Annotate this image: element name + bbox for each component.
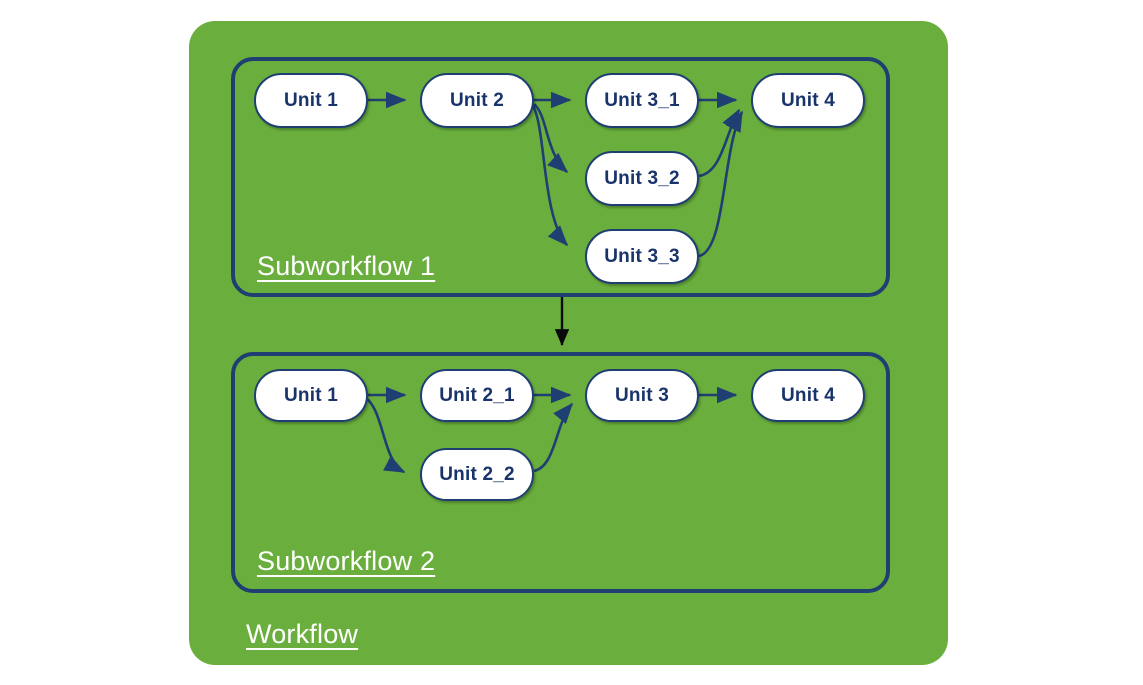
node-sw1-unit-4[interactable]: Unit 4 [751,73,865,128]
node-sw2-unit-2-2[interactable]: Unit 2_2 [420,448,534,501]
node-label: Unit 3_1 [604,89,680,111]
node-label: Unit 1 [284,89,338,111]
subworkflow-2-label: Subworkflow 2 [257,546,436,576]
node-label: Unit 3_3 [604,245,680,267]
node-label: Unit 3_2 [604,167,680,189]
node-sw2-unit-1[interactable]: Unit 1 [254,369,368,422]
node-sw1-unit-1[interactable]: Unit 1 [254,73,368,128]
node-sw1-unit-3-1[interactable]: Unit 3_1 [585,73,699,128]
node-sw2-unit-4[interactable]: Unit 4 [751,369,865,422]
node-label: Unit 2 [450,89,504,111]
node-sw1-unit-2[interactable]: Unit 2 [420,73,534,128]
node-label: Unit 4 [781,384,835,406]
node-sw1-unit-3-2[interactable]: Unit 3_2 [585,151,699,206]
node-sw2-unit-2-1[interactable]: Unit 2_1 [420,369,534,422]
node-label: Unit 4 [781,89,835,111]
node-label: Unit 1 [284,384,338,406]
subworkflow-2-container[interactable] [231,352,890,593]
node-label: Unit 2_1 [439,384,515,406]
node-label: Unit 3 [615,384,669,406]
node-sw2-unit-3[interactable]: Unit 3 [585,369,699,422]
node-sw1-unit-3-3[interactable]: Unit 3_3 [585,229,699,284]
workflow-label: Workflow [246,619,359,649]
subworkflow-1-container[interactable] [231,57,890,297]
node-label: Unit 2_2 [439,463,515,485]
subworkflow-1-label: Subworkflow 1 [257,251,436,281]
